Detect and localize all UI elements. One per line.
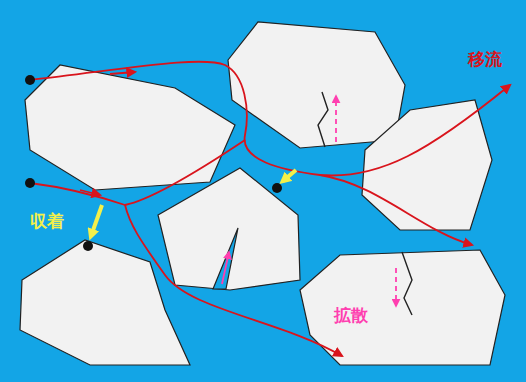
advection-label: 移流	[468, 50, 502, 69]
diffusion-label: 拡散	[334, 306, 368, 325]
grains	[20, 22, 505, 365]
sorption-arrows	[91, 170, 296, 236]
diffusion-arrows	[222, 96, 396, 306]
particles	[25, 75, 282, 251]
cracks	[213, 92, 412, 315]
sorption-label: 収着	[30, 212, 64, 231]
flow-lines	[30, 62, 510, 356]
